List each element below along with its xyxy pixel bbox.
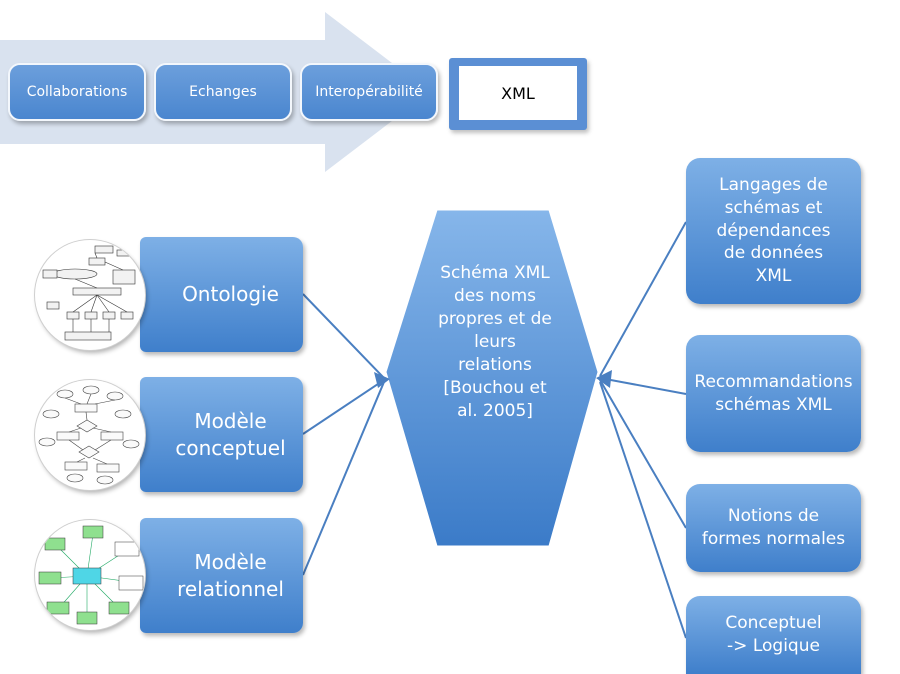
- model-box-conceptuel: Modèle conceptuel: [140, 377, 303, 492]
- flow-step-collaborations: Collaborations: [8, 63, 146, 121]
- model-label: Modèle relationnel: [177, 549, 284, 601]
- model-label: Modèle conceptuel: [175, 408, 286, 460]
- connector-langages: [599, 221, 687, 377]
- flow-step-label: Collaborations: [26, 83, 128, 100]
- connector-recommandations: [599, 377, 687, 395]
- left-connectors: [302, 293, 385, 576]
- right-connectors: [599, 221, 687, 639]
- xml-target-label: XML: [459, 66, 577, 120]
- topic-label: Recommandations schémas XML: [694, 371, 853, 415]
- connector-conceptuel: [302, 379, 385, 435]
- flow-step-label: Echanges: [189, 83, 257, 100]
- topic-box-conceptuel-logique: Conceptuel -> Logique: [686, 596, 861, 674]
- arrowhead-left: [374, 372, 390, 388]
- topic-box-langages: Langages de schémas et dépendances de do…: [686, 158, 861, 304]
- connector-formes: [599, 379, 687, 529]
- relational-model-thumbnail-icon: [35, 520, 145, 630]
- xml-target-box: XML: [449, 58, 587, 130]
- topic-label: Langages de schémas et dépendances de do…: [716, 174, 831, 287]
- ontology-diagram-thumbnail-icon: [35, 240, 145, 350]
- topic-box-formes-normales: Notions de formes normales: [686, 484, 861, 572]
- flow-step-echanges: Echanges: [154, 63, 292, 121]
- conceptual-model-thumbnail-icon: [35, 380, 145, 490]
- connector-ontologie: [302, 293, 385, 379]
- flow-step-label: Interopérabilité: [315, 83, 423, 100]
- topic-box-recommandations: Recommandations schémas XML: [686, 335, 861, 452]
- model-box-ontologie: Ontologie: [140, 237, 303, 352]
- model-label: Ontologie: [182, 282, 279, 306]
- connector-conceptuel-logique: [599, 381, 687, 639]
- flow-step-interoperabilite: Interopérabilité: [300, 63, 438, 121]
- model-box-relationnel: Modèle relationnel: [140, 518, 303, 633]
- central-schema-label: Schéma XML des noms propres et de leurs …: [438, 263, 552, 421]
- topic-label: Conceptuel -> Logique: [725, 613, 822, 656]
- connector-relationnel: [302, 381, 385, 576]
- left-arrowheads: [374, 372, 390, 388]
- topic-label: Notions de formes normales: [701, 506, 846, 549]
- central-hexagon: [385, 209, 599, 547]
- right-arrowheads: [596, 370, 612, 388]
- arrowhead-right: [596, 370, 612, 388]
